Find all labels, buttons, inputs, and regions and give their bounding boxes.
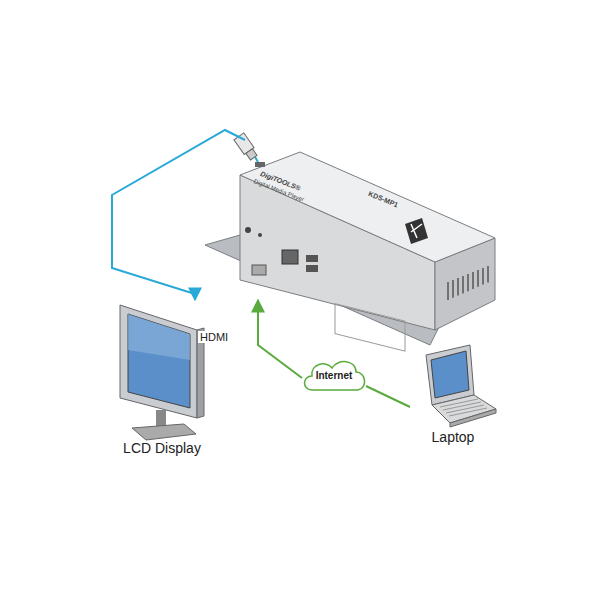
media-player-box: DigiTOOLS®Digital Media PlayerKDS-MP1 xyxy=(200,140,500,300)
node-shape xyxy=(200,140,500,300)
node-text: Laptop xyxy=(408,429,498,445)
node-text: LCD Display xyxy=(112,440,212,456)
connector xyxy=(366,386,410,407)
node-shape xyxy=(112,300,212,462)
connector xyxy=(258,300,302,378)
node-text: Internet xyxy=(302,370,366,381)
laptop: Laptop xyxy=(408,345,498,450)
connector xyxy=(112,130,245,300)
lcd-display: LCD Display xyxy=(112,300,212,462)
edge-label: HDMI xyxy=(198,331,230,343)
internet-cloud: Internet xyxy=(302,358,366,398)
